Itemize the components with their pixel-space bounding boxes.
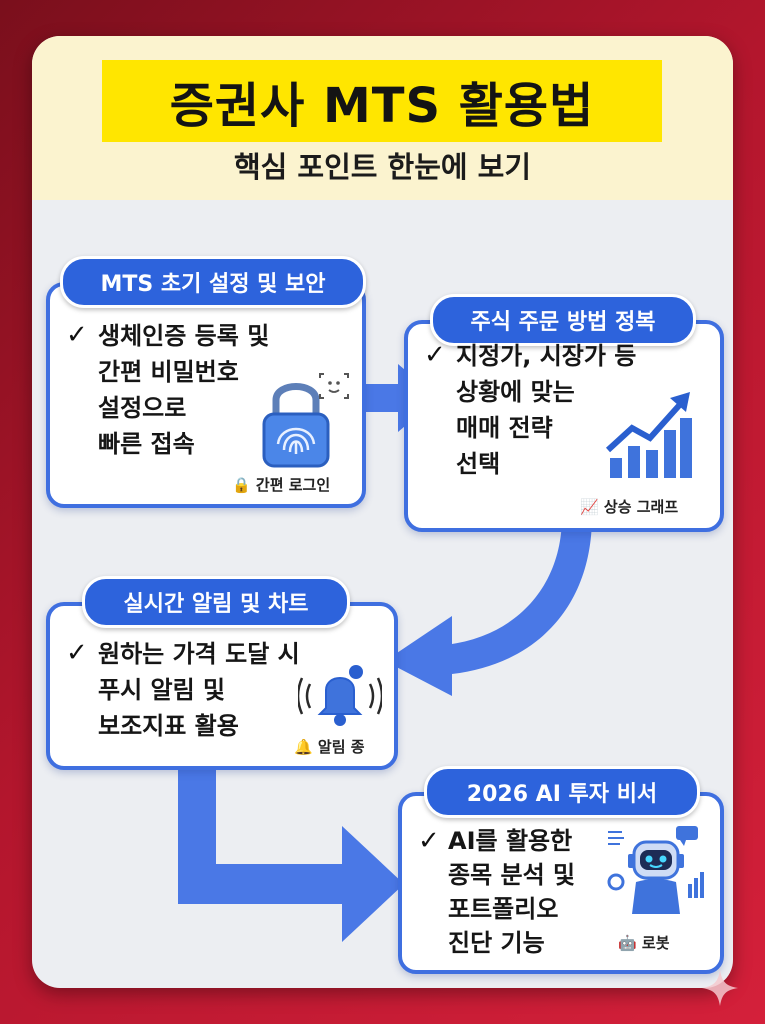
caption-ai: 🤖 로봇 [618, 934, 670, 952]
arrow-curve-down-left-icon [385, 516, 592, 696]
desc-line: 매매 전략 [456, 414, 553, 442]
arrow-right-icon [360, 364, 438, 432]
caption-order: 📈 상승 그래프 [580, 498, 679, 516]
fingerprint-lock-icon [262, 373, 349, 468]
desc-line: 생체인증 등록 및 [98, 322, 270, 350]
step-desc-order: 지정가, 시장가 등 상황에 맞는 매매 전략 선택 [456, 338, 636, 482]
step-card-setup [46, 282, 366, 508]
desc-line: 지정가, 시장가 등 [456, 342, 637, 370]
header: 증권사 MTS 활용법 핵심 포인트 한눈에 보기 [32, 36, 733, 200]
infographic-card: 증권사 MTS 활용법 핵심 포인트 한눈에 보기 MTS 초기 설정 및 보안… [32, 36, 733, 988]
step-desc-alert: 원하는 가격 도달 시 푸시 알림 및 보조지표 활용 [98, 636, 300, 744]
rising-chart-icon [605, 392, 692, 478]
desc-line: 원하는 가격 도달 시 [98, 640, 300, 668]
caption-setup: 🔒 간편 로그인 [232, 476, 331, 494]
sparkle-icon [702, 970, 738, 1006]
step-label-ai: 2026 AI 투자 비서 [424, 766, 700, 818]
robot-icon [607, 826, 704, 914]
notification-bell-icon [298, 665, 382, 726]
step-label-alert: 실시간 알림 및 차트 [82, 576, 350, 628]
step-card-order [404, 320, 724, 532]
checkmark-icon: ✓ [418, 826, 440, 856]
arrow-down-right-icon [178, 756, 404, 942]
desc-line: 종목 분석 및 [448, 861, 576, 889]
desc-line: 선택 [456, 450, 501, 478]
desc-line: 설정으로 [98, 394, 187, 422]
page-title: 증권사 MTS 활용법 [102, 60, 662, 142]
checkmark-icon: ✓ [66, 638, 88, 668]
step-label-setup: MTS 초기 설정 및 보안 [60, 256, 366, 308]
desc-line: 보조지표 활용 [98, 712, 239, 740]
desc-line: 포트폴리오 [448, 895, 559, 923]
desc-line: 푸시 알림 및 [98, 676, 226, 704]
checkmark-icon: ✓ [66, 320, 88, 350]
step-label-order: 주식 주문 방법 정복 [430, 294, 696, 346]
caption-alert: 🔔 알림 종 [294, 738, 365, 756]
desc-line: 간편 비밀번호 [98, 358, 239, 386]
checkmark-icon: ✓ [424, 340, 446, 370]
step-desc-ai: AI를 활용한 종목 분석 및 포트폴리오 진단 기능 [448, 824, 575, 960]
desc-line: AI를 활용한 [448, 827, 573, 855]
desc-line: 진단 기능 [448, 929, 545, 957]
step-desc-setup: 생체인증 등록 및 간편 비밀번호 설정으로 빠른 접속 [98, 318, 269, 462]
page-subtitle: 핵심 포인트 한눈에 보기 [233, 150, 532, 184]
desc-line: 빠른 접속 [98, 430, 195, 458]
desc-line: 상황에 맞는 [456, 378, 575, 406]
